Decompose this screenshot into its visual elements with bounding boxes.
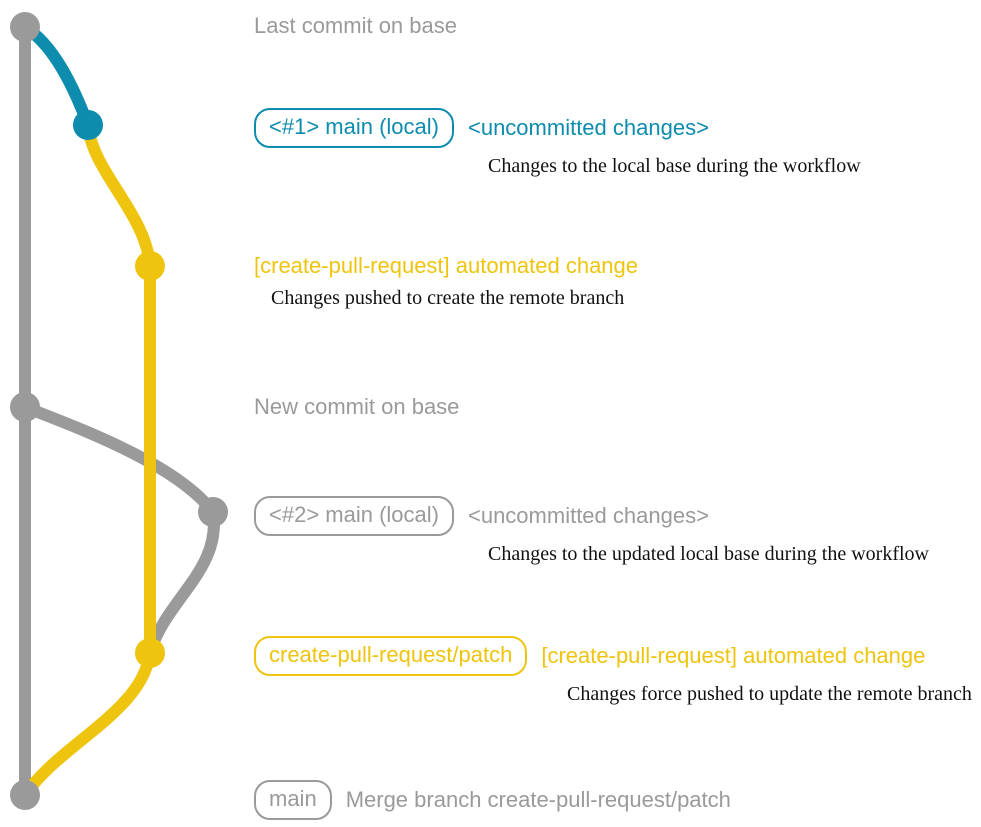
ref-pill-main[interactable]: main — [254, 780, 332, 820]
commit-row-local-uncommitted-1: <#1> main (local) <uncommitted changes> … — [254, 108, 861, 178]
commit-description: Changes to the updated local base during… — [488, 543, 929, 565]
commit-node-patch-2[interactable] — [135, 638, 165, 668]
commit-subject: [create-pull-request] automated change — [254, 253, 639, 278]
commit-subject: [create-pull-request] automated change — [541, 643, 926, 668]
commit-description: Changes force pushed to update the remot… — [567, 683, 972, 705]
commit-node-base-new[interactable] — [10, 392, 40, 422]
commit-description: Changes pushed to create the remote bran… — [271, 287, 625, 309]
commit-node-patch-1[interactable] — [135, 251, 165, 281]
ref-pill-main-local-2[interactable]: <#2> main (local) — [254, 496, 454, 536]
local2-to-patch2-path — [144, 506, 220, 659]
commit-subject: Merge branch create-pull-request/patch — [345, 787, 731, 812]
commit-row-automated-change-1: [create-pull-request] automated change C… — [254, 252, 638, 310]
commit-description: Changes to the local base during the wor… — [488, 155, 861, 177]
ref-pill-main-local-1[interactable]: <#1> main (local) — [254, 108, 454, 148]
commit-row-automated-change-2: create-pull-request/patch [create-pull-r… — [254, 636, 972, 706]
commit-subject: Last commit on base — [254, 13, 457, 38]
commit-node-local-2[interactable] — [198, 497, 228, 527]
commit-node-base-top[interactable] — [10, 12, 40, 42]
patch2-to-merge-path — [19, 647, 156, 801]
commit-subject: <uncommitted changes> — [467, 115, 709, 140]
commit-row-local-uncommitted-2: <#2> main (local) <uncommitted changes> … — [254, 496, 929, 566]
commit-subject: <uncommitted changes> — [467, 503, 709, 528]
ref-pill-create-pull-request-patch[interactable]: create-pull-request/patch — [254, 636, 528, 676]
commit-node-local-1[interactable] — [73, 110, 103, 140]
local1-to-patch1-path — [82, 119, 156, 272]
commit-row-new-commit-on-base: New commit on base — [254, 393, 459, 421]
commit-subject: New commit on base — [254, 394, 460, 419]
base-to-local2-path — [19, 401, 219, 518]
commit-row-last-commit-on-base: Last commit on base — [254, 12, 457, 40]
commit-node-base-merge[interactable] — [10, 780, 40, 810]
commit-row-merge-commit: main Merge branch create-pull-request/pa… — [254, 780, 731, 820]
